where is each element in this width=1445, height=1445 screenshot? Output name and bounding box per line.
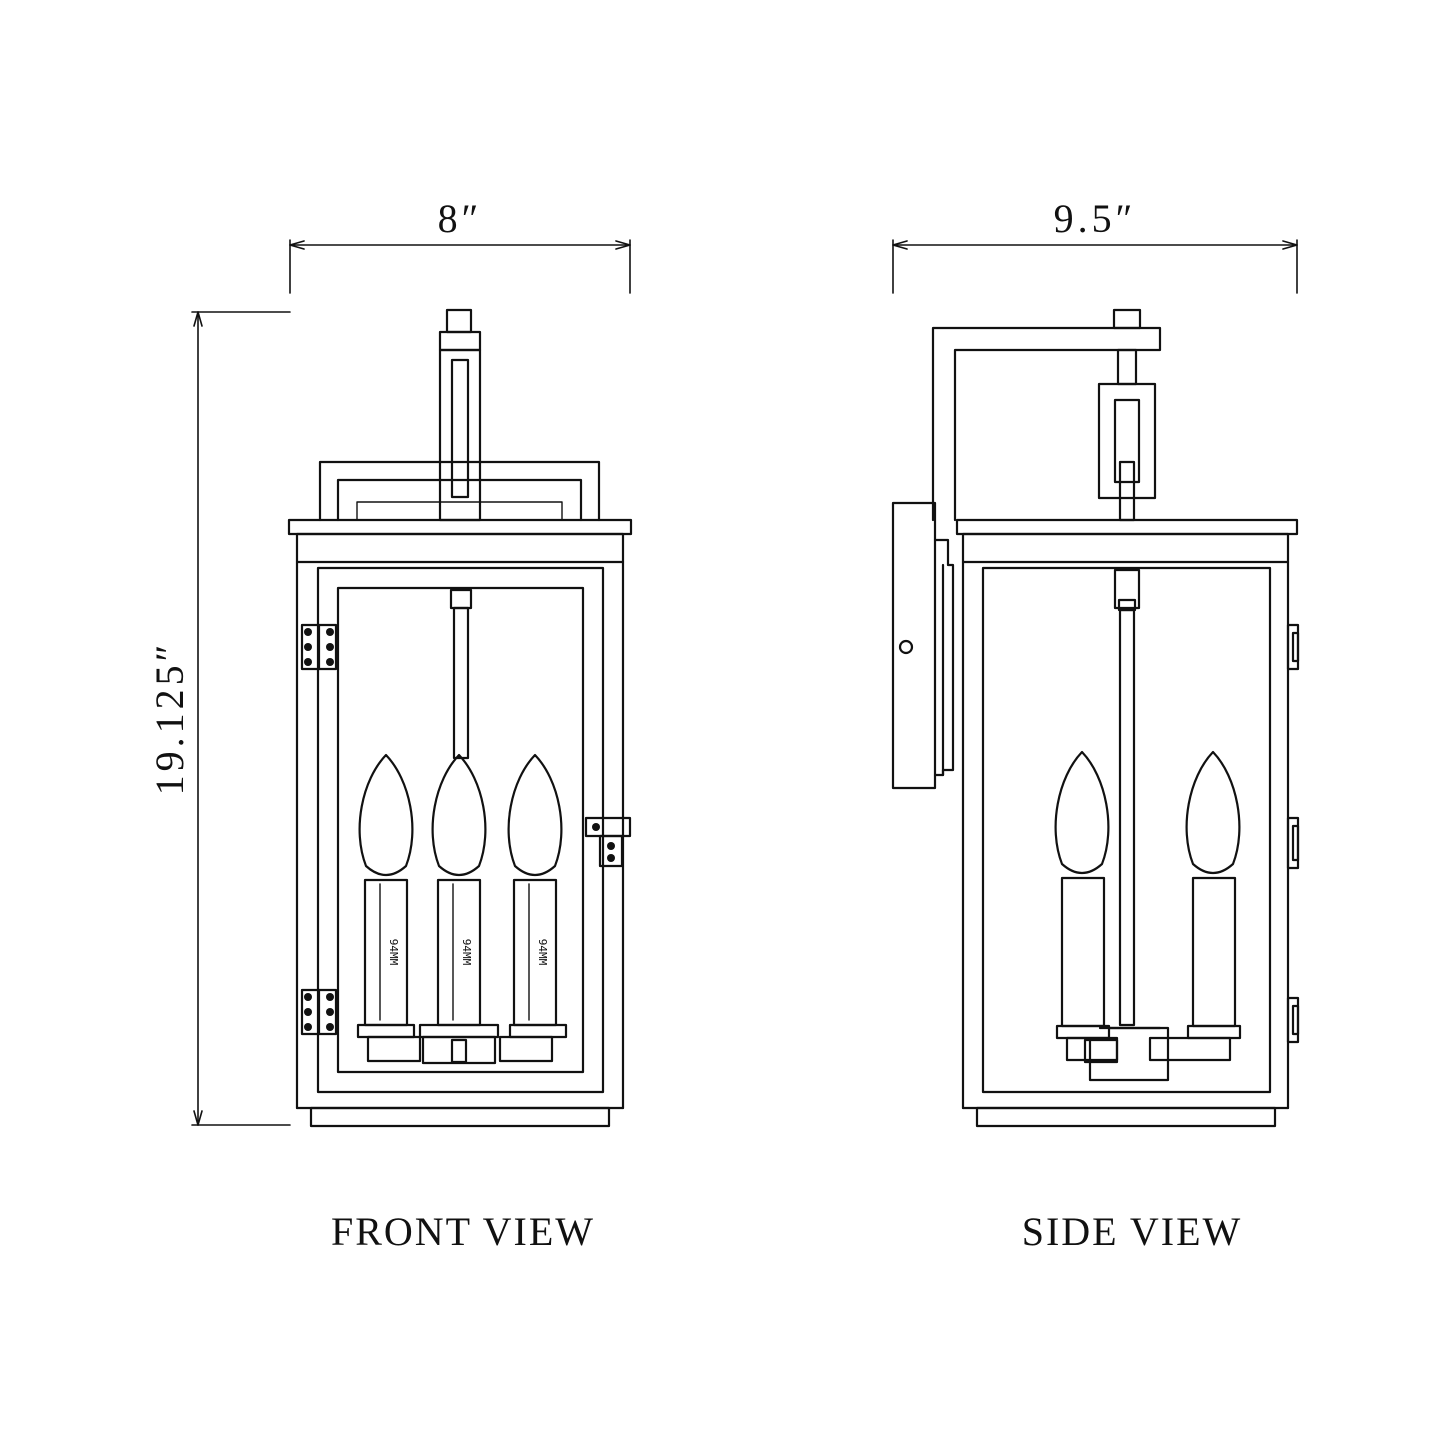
- candle-right-size: 94MM: [536, 939, 549, 966]
- side-rod-cap: [1113, 568, 1141, 610]
- hanger-stem: [1118, 460, 1136, 522]
- candle-right: 94MM: [498, 753, 568, 1063]
- side-top-frame: [961, 532, 1290, 564]
- front-view-lantern: 94MM 94MM 94MM FRONT VIEW: [287, 308, 633, 1254]
- side-view-label: SIDE VIEW: [1022, 1209, 1243, 1254]
- mount-block: [438, 330, 482, 352]
- side-candle-right: [1148, 750, 1242, 1062]
- chain-link-inner: [1113, 398, 1141, 484]
- wall-backplate: [891, 501, 937, 790]
- hinge-top: [300, 623, 338, 671]
- center-rod-cap: [449, 588, 473, 610]
- arm-cap: [1112, 308, 1142, 330]
- mount-stem-inner: [450, 358, 470, 499]
- glass-panel: [336, 586, 585, 1074]
- center-rod: [452, 606, 470, 760]
- mount-stem: [438, 348, 482, 522]
- roof-bracket-inner: [336, 478, 583, 522]
- side-candle-left: [1054, 750, 1119, 1062]
- chain-link-outer: [1097, 382, 1157, 500]
- side-view-lantern: SIDE VIEW: [891, 308, 1300, 1254]
- height-dimension: 19.125″: [147, 311, 291, 1126]
- front-width-dimension: 8″: [289, 196, 631, 294]
- hinge-bottom: [300, 988, 338, 1036]
- mounting-screw: [898, 639, 914, 655]
- front-view-label: FRONT VIEW: [331, 1209, 595, 1254]
- side-glass-frame: [981, 566, 1272, 1094]
- wall-arm: [931, 326, 1162, 522]
- candle-left-size: 94MM: [387, 939, 400, 966]
- side-roof-plate: [955, 518, 1299, 536]
- base-plate: [309, 1106, 611, 1128]
- mount-cap: [445, 308, 473, 334]
- candle-left: 94MM: [356, 753, 422, 1063]
- roof-plate: [287, 518, 633, 536]
- roof-bracket-outer: [318, 460, 601, 522]
- side-center-rod: [1118, 608, 1136, 1027]
- candle-hub: [1088, 1026, 1170, 1082]
- candle-center-size: 94MM: [460, 939, 473, 966]
- front-width-label: 8″: [438, 196, 483, 241]
- top-frame: [295, 532, 625, 564]
- candle-center: 94MM: [418, 753, 500, 1065]
- side-width-label: 9.5″: [1054, 196, 1137, 241]
- arm-hanger: [1116, 348, 1138, 386]
- door-frame: [316, 566, 605, 1094]
- door-latch: [584, 816, 632, 868]
- height-label: 19.125″: [147, 641, 192, 796]
- side-base-plate: [975, 1106, 1277, 1128]
- side-width-dimension: 9.5″: [892, 196, 1298, 294]
